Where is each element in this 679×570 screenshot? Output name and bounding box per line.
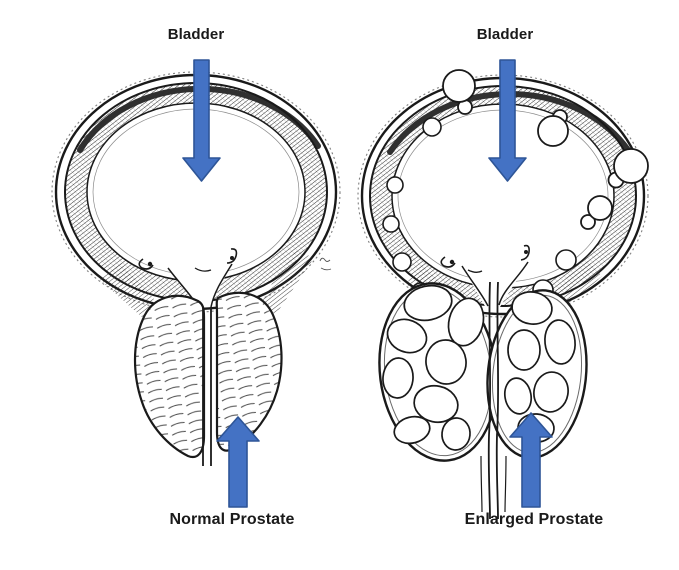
diverticulum [613, 148, 649, 184]
urethra-right-wall [495, 281, 500, 520]
nodule [507, 329, 541, 371]
bladder-label-right: Bladder [476, 26, 534, 43]
annotation-arrows [182, 59, 553, 508]
nodule [447, 297, 485, 347]
ureteral-orifice-left-dot [147, 261, 153, 267]
bladder-label-left: Bladder [167, 26, 225, 43]
nodule [544, 319, 576, 365]
urethral-tube-right-line [504, 455, 507, 513]
prostate-right-lobe [215, 291, 283, 452]
trigone-line [467, 269, 483, 273]
neck-right-line [210, 263, 233, 308]
bladder-outline-fuzz [357, 74, 649, 318]
nodule [503, 377, 533, 415]
ureteral-orifice-left [440, 256, 456, 268]
prostate-nodules [382, 284, 576, 451]
trabeculation-knob [386, 176, 404, 194]
bladder-neck [168, 264, 232, 306]
enlarged-prostate-arrow-up-icon [509, 412, 553, 508]
urethra-left-wall [487, 281, 492, 520]
diverticula-pouches [442, 69, 649, 230]
nodule [386, 318, 428, 354]
ureteral-orifice-left [138, 258, 154, 270]
bladder-arrow-down-right-icon [488, 59, 527, 182]
prostate-left-lobe [133, 294, 206, 459]
diverticulum [442, 69, 476, 103]
bladder-outline-fuzz [51, 71, 341, 313]
nodule [441, 417, 471, 451]
enlarged-prostate-label: Enlarged Prostate [464, 511, 604, 528]
nodule [533, 371, 569, 413]
ureteral-orifice-left-dot [449, 259, 455, 265]
diverticulum [587, 195, 613, 221]
ureteral-orifice-right [226, 248, 238, 264]
trigone-line [194, 267, 212, 272]
nodule [382, 357, 414, 399]
nodule [425, 339, 467, 385]
normal-prostate-arrow-up-icon [216, 416, 260, 508]
neck-right-line [498, 261, 529, 306]
urethral-tube-left-line [480, 455, 483, 513]
nodule [511, 291, 553, 325]
neck-left-line [461, 265, 489, 307]
diverticulum-neck [580, 214, 596, 230]
diverticulum [537, 115, 569, 147]
trabeculation-knob [422, 117, 442, 137]
trabeculation-knob [382, 215, 400, 233]
ureteral-orifice-right [520, 244, 530, 261]
ureteral-orifice-right-dot [524, 250, 528, 254]
nodule [403, 284, 453, 322]
nodule [413, 384, 459, 424]
trabeculation-knob [555, 249, 577, 271]
bladder-arrow-down-left-icon [182, 59, 221, 182]
normal-prostate-label: Normal Prostate [169, 511, 295, 528]
bladder-neck [462, 262, 528, 308]
artist-signature [319, 257, 332, 271]
trabeculation-knob [392, 252, 412, 272]
ureteral-orifice-right-dot [230, 256, 234, 260]
nodule [393, 415, 431, 445]
